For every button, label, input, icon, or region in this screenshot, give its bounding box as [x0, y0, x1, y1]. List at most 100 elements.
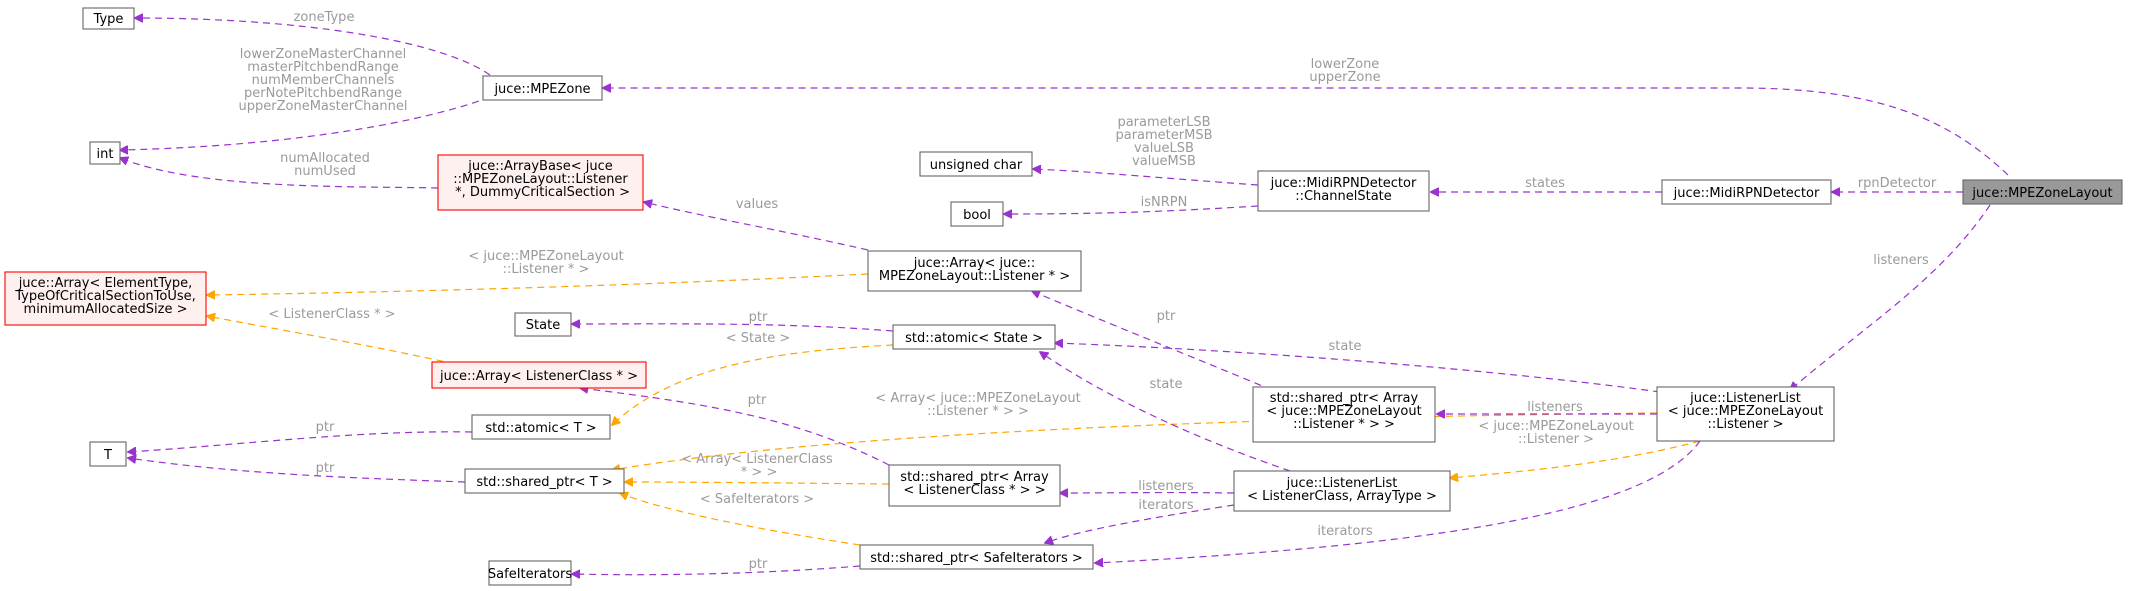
svg-text:iterators: iterators [1317, 524, 1372, 539]
node-shared-array-lc[interactable]: std::shared_ptr< Array< ListenerClass * … [888, 464, 1061, 507]
svg-text:state: state [1150, 377, 1183, 392]
edge-sharedarraympe-arraylistener: ptr [1032, 291, 1273, 391]
svg-text:< SafeIterators >: < SafeIterators > [700, 492, 814, 507]
node-int[interactable]: int [89, 141, 121, 165]
text-line: ::Listener > [1707, 417, 1783, 432]
node-type[interactable]: Type [82, 7, 135, 30]
svg-text:ptr: ptr [749, 557, 768, 572]
text-line: ::Listener * > [503, 262, 590, 277]
node-shared-t[interactable]: std::shared_ptr< T > [464, 468, 625, 494]
svg-text:zoneType: zoneType [294, 10, 355, 25]
svg-text:juce::MPEZone: juce::MPEZone [493, 82, 590, 97]
edge-listenerlistgeneric-sharedarraylc: listeners [1060, 479, 1235, 494]
edge-listenerlistmpe-listenerlistgeneric: < juce::MPEZoneLayout::Listener > [1450, 419, 1701, 478]
text-line: lowerZoneMasterChannel [240, 47, 406, 62]
svg-text:ptr: ptr [316, 461, 335, 476]
svg-text:juce::MidiRPNDetector: juce::MidiRPNDetector [1673, 186, 1820, 201]
node-array-generic[interactable]: juce::Array< ElementType,TypeOfCriticalS… [4, 271, 207, 326]
text-line: ::ChannelState [1295, 189, 1392, 204]
svg-text:ptr: ptr [749, 310, 768, 325]
node-mpezonelayout[interactable]: juce::MPEZoneLayout [1962, 179, 2123, 205]
node-mpezone[interactable]: juce::MPEZone [482, 75, 603, 101]
node-shared-safeiter[interactable]: std::shared_ptr< SafeIterators > [859, 544, 1094, 570]
svg-text:ptr: ptr [748, 393, 767, 408]
edge-sharedt-t: ptr [128, 458, 466, 483]
svg-text:std::atomic< State >: std::atomic< State > [905, 331, 1043, 346]
node-rpndetector[interactable]: juce::MidiRPNDetector [1661, 179, 1832, 205]
svg-text:< ListenerClass * >: < ListenerClass * > [268, 307, 395, 322]
text-line: MPEZoneLayout::Listener * > [879, 269, 1070, 284]
text-line: numAllocated [280, 151, 370, 166]
node-array-listener[interactable]: juce::Array< juce::MPEZoneLayout::Listen… [867, 250, 1082, 292]
text-line: ::Listener * > > [927, 404, 1029, 419]
edge-label-tmpl-array-mpe: < Array< juce::MPEZoneLayout::Listener *… [875, 391, 1080, 419]
node-listenerlist-mpe[interactable]: juce::ListenerList< juce::MPEZoneLayout:… [1656, 386, 1835, 442]
node-t[interactable]: T [89, 441, 127, 467]
text-line: numMemberChannels [252, 73, 395, 88]
text-line: perNotePitchbendRange [244, 86, 402, 101]
text-line: numUsed [294, 164, 356, 179]
text-line: juce::Array< ElementType, [18, 276, 193, 291]
text-line: valueLSB [1134, 141, 1194, 156]
svg-text:juce::ListenerList< ListenerCl: juce::ListenerList< ListenerClass, Array… [1247, 476, 1437, 504]
svg-text:juce::Array< ElementType,TypeO: juce::Array< ElementType,TypeOfCriticalS… [14, 276, 196, 317]
text-line: juce::MidiRPNDetector [1270, 176, 1417, 191]
svg-text:std::shared_ptr< T >: std::shared_ptr< T > [476, 475, 612, 490]
node-state[interactable]: State [514, 312, 572, 337]
node-arraybase[interactable]: juce::ArrayBase< juce::MPEZoneLayout::Li… [437, 154, 644, 211]
svg-text:SafeIterators: SafeIterators [488, 567, 572, 582]
edge-mpezonelayout-listenerlist: listeners [1790, 204, 1991, 390]
svg-text:std::shared_ptr< Array< juce::: std::shared_ptr< Array< juce::MPEZoneLay… [1266, 391, 1421, 432]
svg-text:states: states [1525, 176, 1565, 191]
node-shared-array-mpe[interactable]: std::shared_ptr< Array< juce::MPEZoneLay… [1252, 386, 1436, 443]
edge-atomict-t: ptr [128, 420, 473, 452]
svg-text:std::shared_ptr< Array< Listen: std::shared_ptr< Array< ListenerClass * … [900, 470, 1049, 498]
svg-text:juce::Array< juce::MPEZoneLayo: juce::Array< juce::MPEZoneLayout::Listen… [879, 256, 1070, 284]
text-line: juce::ListenerList [1689, 391, 1801, 406]
text-line: < juce::MPEZoneLayout [1668, 404, 1823, 419]
edge-listenerlistmpe-atomicstate: state [1055, 339, 1661, 393]
node-listenerlist-generic[interactable]: juce::ListenerList< ListenerClass, Array… [1233, 470, 1451, 512]
edge-arraylistener-arraygeneric: < juce::MPEZoneLayout::Listener * > [207, 249, 869, 295]
text-line: < juce::MPEZoneLayout [1266, 404, 1421, 419]
edge-label-tmpl-mpe-listener: < juce::MPEZoneLayout::Listener * > [468, 249, 623, 277]
edge-listenerlistmpe-sharedsafeiter: iterators [1095, 440, 1701, 563]
edge-sharedarraylc-sharedt: < Array< ListenerClass * > > [625, 452, 890, 484]
svg-text:values: values [736, 197, 779, 212]
svg-text:juce::ListenerList< juce::MPEZ: juce::ListenerList< juce::MPEZoneLayout:… [1668, 391, 1823, 432]
edge-atomicstate-atomict: < State > [612, 331, 894, 425]
svg-text:rpnDetector: rpnDetector [1858, 176, 1937, 191]
node-channelstate[interactable]: juce::MidiRPNDetector::ChannelState [1257, 170, 1430, 212]
edge-mpezone-type: zoneType [135, 10, 491, 76]
edge-label-tmpl-listenerlist-mpe: < juce::MPEZoneLayout::Listener > [1478, 419, 1633, 447]
text-line: minimumAllocatedSize > [24, 302, 188, 317]
node-safeiterators[interactable]: SafeIterators [488, 560, 572, 586]
node-atomic-state[interactable]: std::atomic< State > [892, 324, 1056, 350]
node-unsigned-char[interactable]: unsigned char [919, 151, 1033, 177]
text-line: < Array< juce::MPEZoneLayout [875, 391, 1080, 406]
svg-text:juce::Array< ListenerClass * >: juce::Array< ListenerClass * > [439, 369, 638, 384]
node-bool[interactable]: bool [950, 201, 1004, 227]
text-line: lowerZone [1311, 57, 1380, 72]
svg-text:ptr: ptr [1157, 309, 1176, 324]
edge-listenerlistgeneric-sharedsafeiter: iterators [1045, 498, 1235, 543]
node-atomic-t[interactable]: std::atomic< T > [471, 414, 611, 440]
edge-arraylistener-arraybase: values [644, 197, 869, 251]
edge-listenerlistmpe-sharedarraympe: < Array< juce::MPEZoneLayout::Listener *… [612, 391, 1658, 470]
svg-text:isNRPN: isNRPN [1141, 195, 1188, 210]
edge-atomicstate-state: ptr [572, 310, 894, 332]
text-line: upperZoneMasterChannel [239, 99, 408, 114]
svg-text:std::shared_ptr< SafeIterators: std::shared_ptr< SafeIterators > [870, 551, 1083, 566]
node-array-listenerclass[interactable]: juce::Array< ListenerClass * > [431, 361, 647, 389]
text-line: juce::ArrayBase< juce [467, 159, 612, 174]
edge-sharedarraylc-arraylc: ptr [580, 388, 890, 466]
svg-text:listeners: listeners [1873, 253, 1929, 268]
text-line: parameterMSB [1115, 128, 1212, 143]
